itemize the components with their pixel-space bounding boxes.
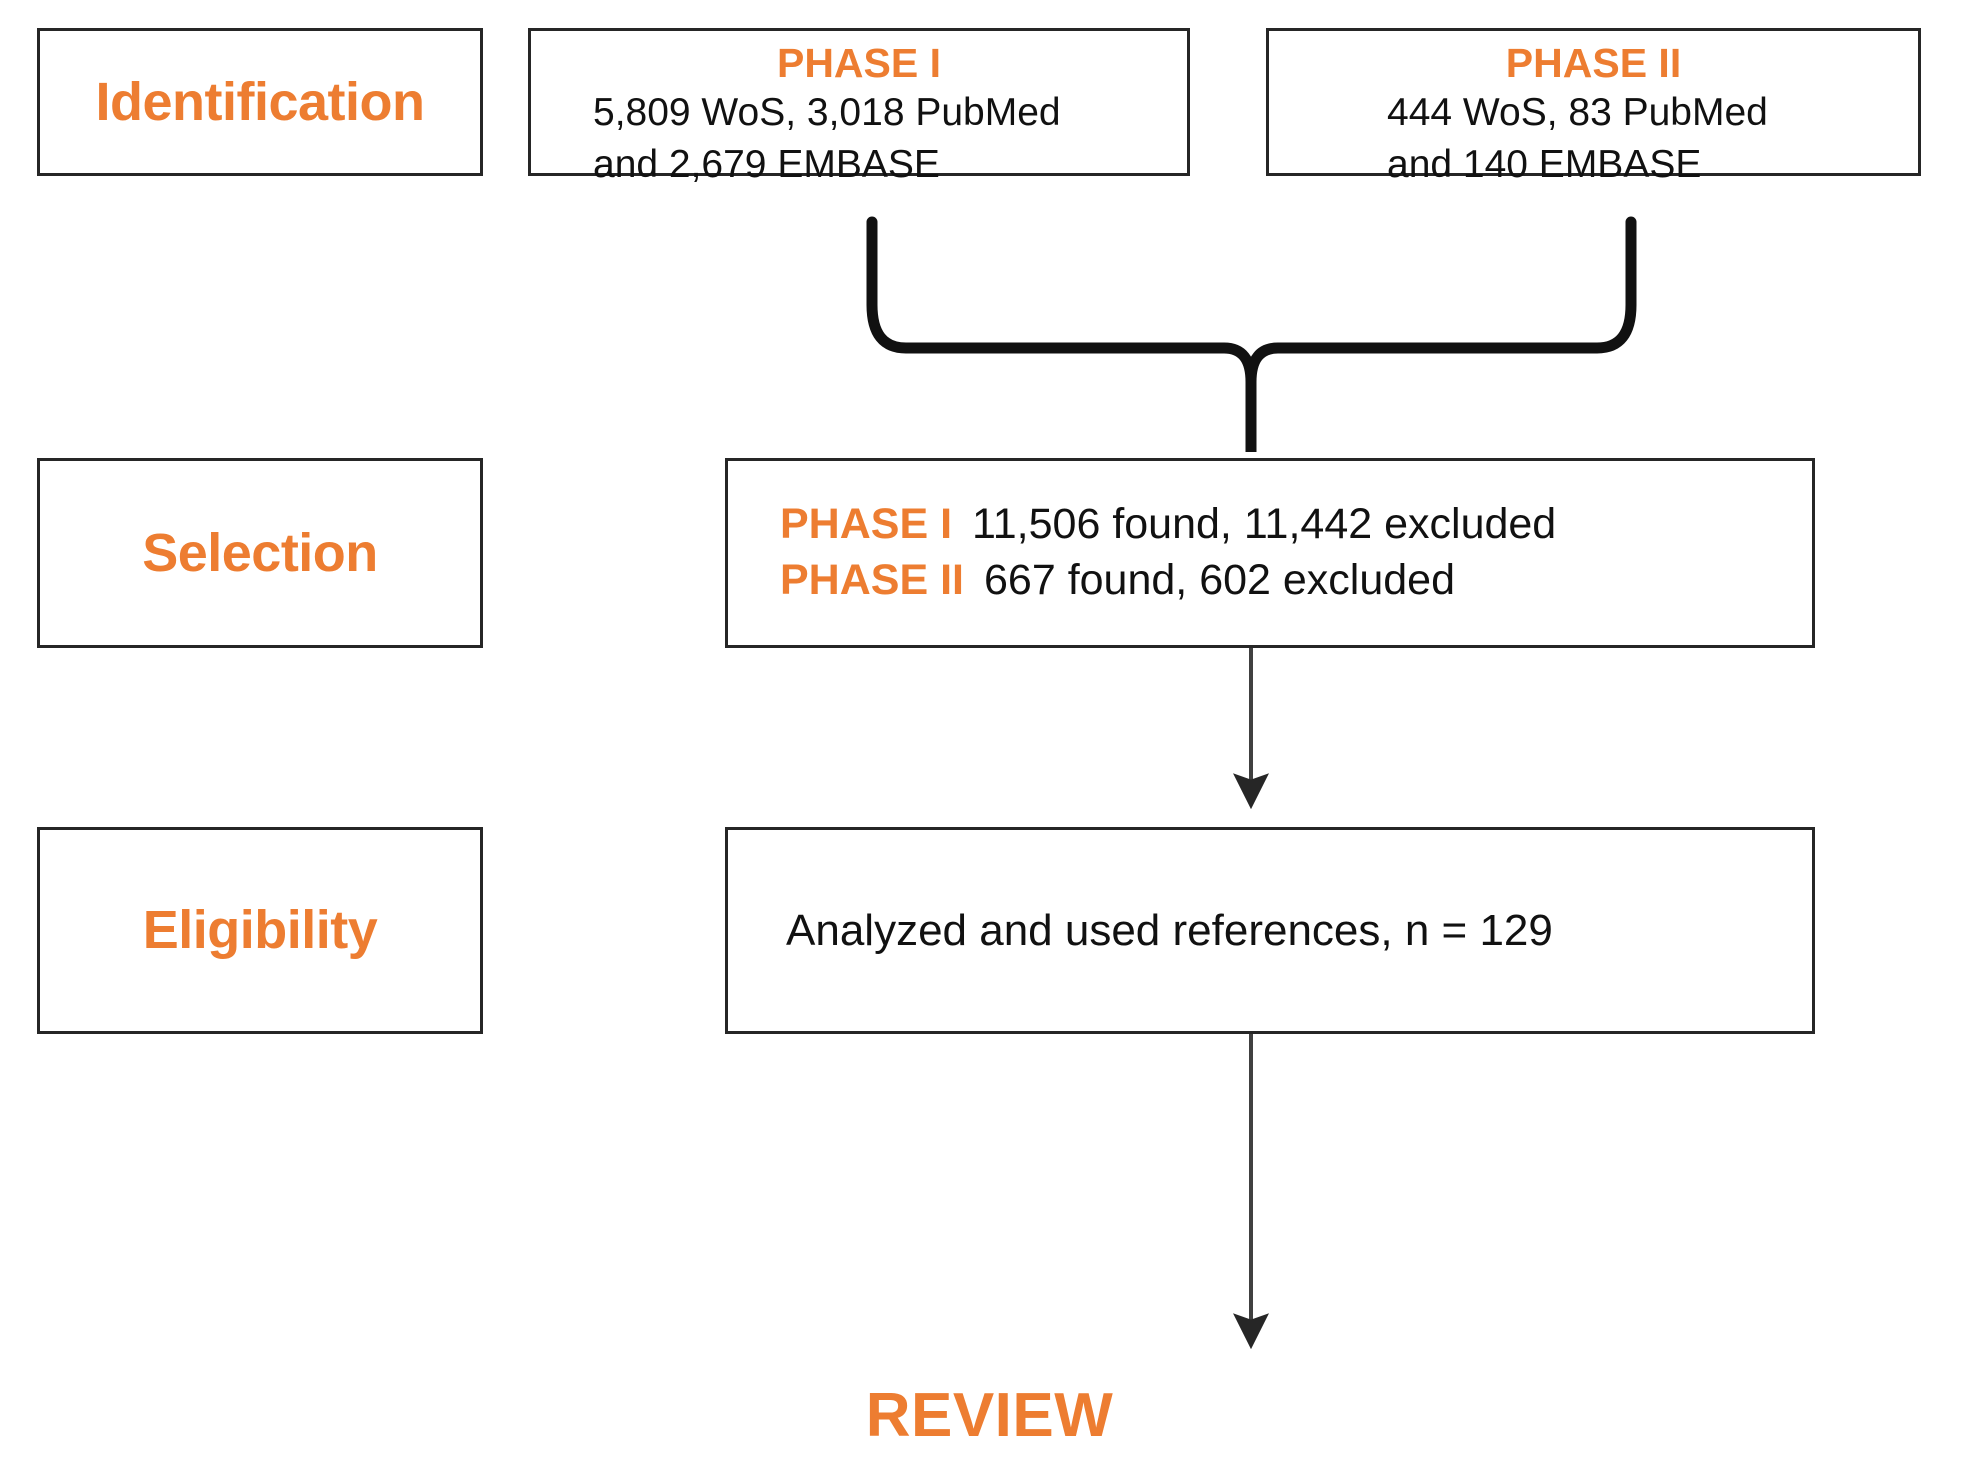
source-line-1-phase-2: 444 WoS, 83 PubMed <box>1387 91 1768 135</box>
source-line-1-phase-1: 5,809 WoS, 3,018 PubMed <box>593 91 1061 135</box>
selection-phase-text-2: 667 found, 602 excluded <box>984 556 1456 604</box>
stage-box-identification: Identification <box>37 28 483 176</box>
selection-result-box: PHASE I 11,506 found, 11,442 excluded PH… <box>725 458 1815 648</box>
source-lines-phase-2: 444 WoS, 83 PubMed and 140 EMBASE <box>1269 87 1918 190</box>
eligibility-result-box: Analyzed and used references, n = 129 <box>725 827 1815 1034</box>
source-box-phase-2: PHASE II 444 WoS, 83 PubMed and 140 EMBA… <box>1266 28 1921 186</box>
selection-row-phase-1: PHASE I 11,506 found, 11,442 excluded <box>780 497 1556 553</box>
merge-brace-icon <box>866 216 1637 452</box>
stage-label-identification: Identification <box>95 71 426 132</box>
source-title-phase-1: PHASE I <box>776 40 942 86</box>
stage-box-eligibility: Eligibility <box>37 827 483 1034</box>
source-line-2-phase-1: and 2,679 EMBASE <box>593 142 940 186</box>
selection-phase-label-2: PHASE II <box>780 556 964 604</box>
source-line-2-phase-2: and 140 EMBASE <box>1387 142 1702 186</box>
stage-box-selection: Selection <box>37 458 483 648</box>
stage-label-eligibility: Eligibility <box>142 900 378 961</box>
selection-phase-text-1: 11,506 found, 11,442 excluded <box>972 500 1557 549</box>
selection-phase-label-1: PHASE I <box>780 500 953 549</box>
selection-row-phase-2: PHASE II 667 found, 602 excluded <box>780 553 1455 609</box>
source-box-phase-1: PHASE I 5,809 WoS, 3,018 PubMed and 2,67… <box>528 28 1190 186</box>
outcome-review-label: REVIEW <box>865 1381 1114 1450</box>
stage-label-selection: Selection <box>142 522 378 583</box>
source-title-phase-2: PHASE II <box>1505 40 1682 86</box>
eligibility-result-text: Analyzed and used references, n = 129 <box>786 905 1553 955</box>
source-lines-phase-1: 5,809 WoS, 3,018 PubMed and 2,679 EMBASE <box>531 87 1187 190</box>
